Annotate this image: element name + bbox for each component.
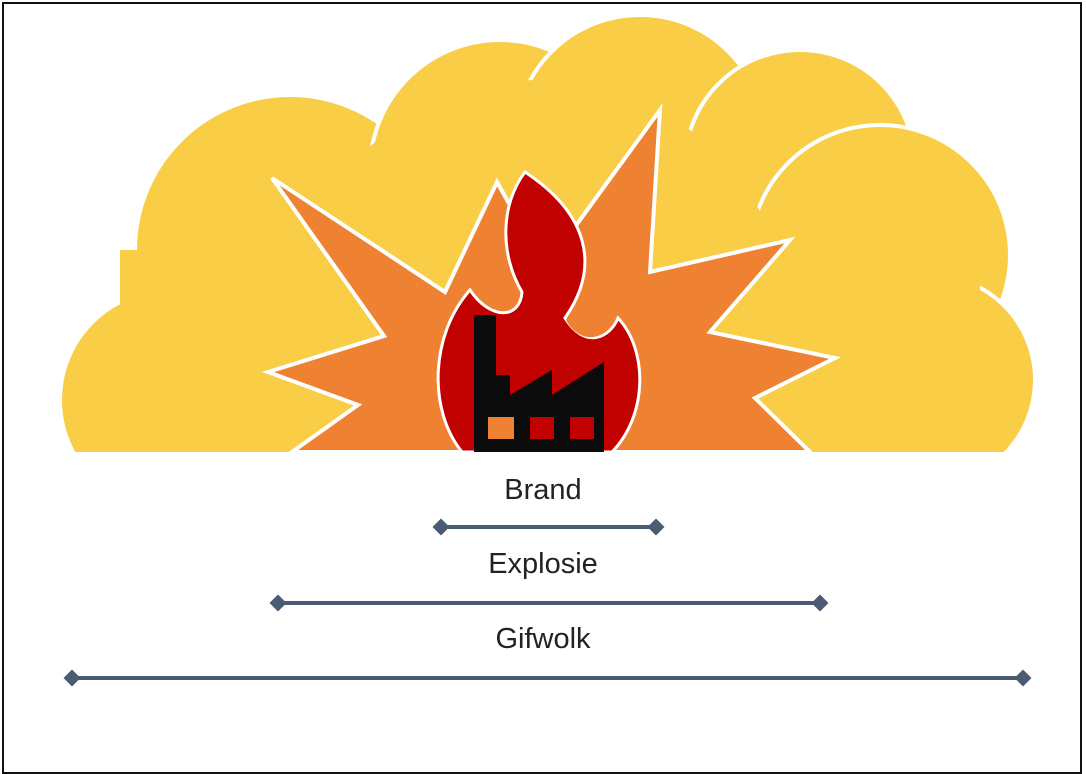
factory-window bbox=[530, 417, 554, 439]
range-label-brand: Brand bbox=[0, 474, 1086, 507]
factory-window bbox=[488, 417, 514, 439]
range-label-gifwolk: Gifwolk bbox=[0, 623, 1086, 656]
range-explosie-line bbox=[270, 595, 829, 612]
range-gifwolk-line bbox=[64, 670, 1032, 687]
factory-window bbox=[570, 417, 594, 439]
range-brand-line bbox=[433, 519, 665, 536]
range-label-explosie: Explosie bbox=[0, 548, 1086, 581]
